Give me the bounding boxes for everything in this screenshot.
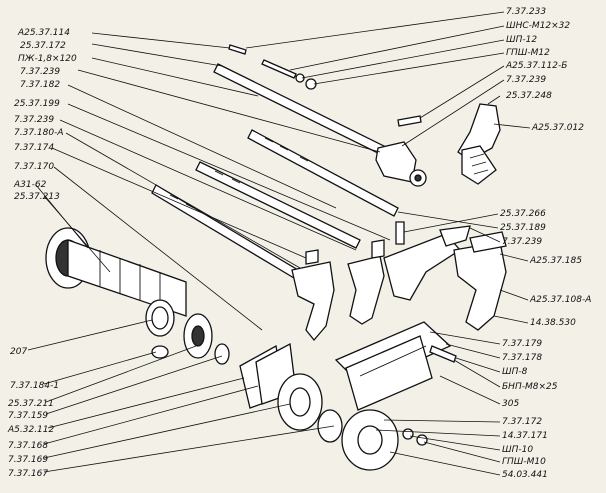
- label-part: 7.37.169: [8, 455, 49, 465]
- label-part: A25.37.114: [18, 28, 70, 38]
- gear-25-37-211: [183, 313, 213, 359]
- label-part: ШП-10: [502, 445, 534, 455]
- label-part: 14.38.530: [530, 318, 576, 328]
- gear-shaft: [45, 227, 187, 317]
- label-part: 207: [10, 347, 28, 357]
- label-part: 25.37.199: [14, 99, 60, 109]
- label-part: A25.37.108-А: [530, 295, 592, 305]
- label-part: 25.37.213: [14, 192, 60, 202]
- shift-rod-3: [195, 161, 361, 249]
- label-part: 7.37.239: [506, 75, 547, 85]
- cover-7-37-179: [334, 321, 452, 411]
- label-part: ГПШ-М12: [506, 48, 550, 58]
- bolt-25-37-266: [395, 221, 405, 245]
- label-part: A31-62: [14, 180, 47, 190]
- label-part: 14.37.171: [502, 431, 548, 441]
- label-part: A25.37.012: [532, 123, 584, 133]
- label-part: 7.37.184-1: [10, 381, 60, 391]
- leader-lines-left-bottom: [27, 319, 335, 473]
- shift-fork-right: [453, 231, 507, 331]
- bolt-a25-37-112b: [397, 115, 422, 127]
- washer-7-37-159: [214, 343, 230, 365]
- label-part: 7.37.239: [14, 115, 55, 125]
- label-part: 305: [502, 399, 520, 409]
- label-part: 25.37.248: [506, 91, 552, 101]
- label-part: ПЖ-1,8×120: [18, 54, 77, 64]
- label-part: ГПШ-М10: [502, 457, 546, 467]
- spring-pin: [261, 59, 297, 79]
- label-part: ШП-12: [506, 35, 538, 45]
- label-part: ШП-8: [502, 367, 528, 377]
- flange-54-03-441: [317, 409, 399, 471]
- label-part: 7.37.174: [14, 143, 55, 153]
- leader-lines-left: [35, 32, 391, 331]
- pin-7-37-233: [228, 44, 247, 55]
- shift-rod-2: [247, 129, 399, 217]
- label-part: 7.37.159: [8, 411, 49, 421]
- label-part: A25.37.185: [530, 256, 582, 266]
- label-part: 7.37.239: [20, 67, 61, 77]
- washer-10: [402, 428, 414, 440]
- lever-a25-37-012: [457, 103, 501, 185]
- label-part: 25.37.266: [500, 209, 546, 219]
- flange-7-37-169: [277, 373, 323, 431]
- leader-lines-right: [245, 11, 531, 476]
- label-part: 25.37.189: [500, 223, 546, 233]
- label-part: 7.37.170: [14, 162, 55, 172]
- shift-fork-left: [291, 249, 335, 342]
- label-part: A5.32.112: [8, 425, 55, 435]
- shift-lever-assembly: [383, 225, 471, 301]
- shift-fork-middle: [347, 239, 385, 325]
- label-part: 7.37.168: [8, 441, 49, 451]
- bolt-m8: [429, 345, 457, 363]
- label-part: ШНС-М12×32: [506, 21, 571, 31]
- label-part: A25.37.112-Б: [506, 61, 568, 71]
- label-part: 7.37.172: [502, 417, 543, 427]
- ring-7-37-184: [151, 345, 169, 359]
- label-part: 25.37.211: [8, 399, 54, 409]
- label-part: 7.37.179: [502, 339, 543, 349]
- label-part: 7.37.180-А: [14, 128, 64, 138]
- nut-m10: [416, 434, 428, 446]
- lever-bracket: [375, 141, 427, 187]
- label-part: 7.37.178: [502, 353, 543, 363]
- label-part: 7.37.182: [20, 80, 61, 90]
- label-part: 54.03.441: [502, 470, 548, 480]
- label-part: БНП-М8×25: [502, 382, 558, 392]
- label-part: 25.37.172: [20, 41, 66, 51]
- label-part: 7.37.239: [502, 237, 543, 247]
- label-part: 7.37.167: [8, 469, 49, 479]
- label-part: 7.37.233: [506, 7, 547, 17]
- bearing-207: [145, 299, 175, 337]
